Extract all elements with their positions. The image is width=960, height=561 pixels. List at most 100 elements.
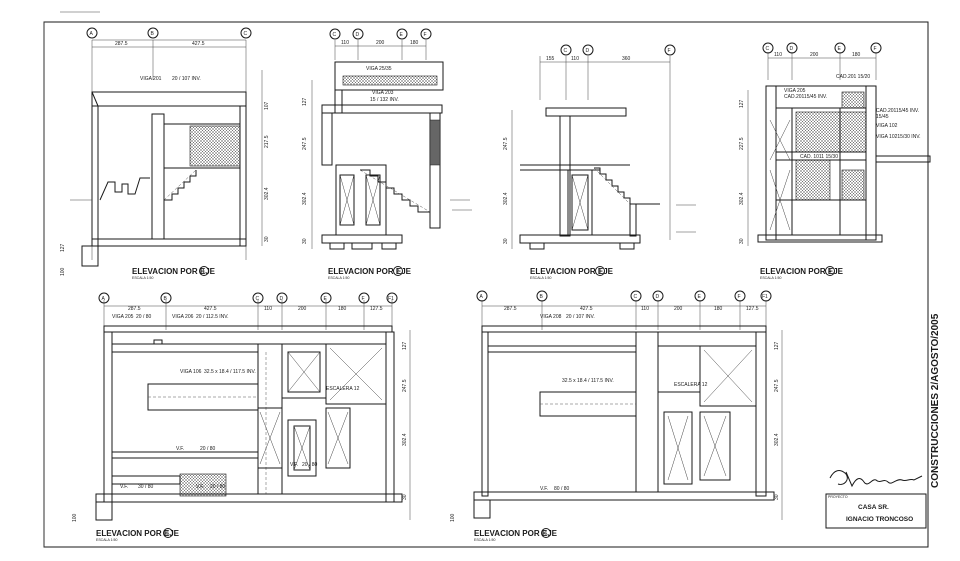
elevation-number: 6 — [544, 531, 547, 537]
vertical-dimension: 127 — [60, 243, 66, 252]
axis-marker — [98, 292, 110, 304]
signature-mark — [829, 470, 923, 488]
dimension-label: 427.5 — [192, 41, 205, 47]
elevation-title: ELEVACION POR EJE — [96, 529, 180, 538]
vertical-dimension: 30 — [302, 238, 308, 244]
vertical-dimension: 302.4 — [264, 187, 270, 200]
dimension-label: 180 — [714, 306, 723, 312]
elevation-eje-5: A B C D E F F1 287.5 427.5 110 200 180 1… — [72, 292, 411, 542]
vertical-dimension: 107 — [264, 101, 270, 110]
axis-label: C — [244, 31, 248, 37]
axis-label: E — [324, 296, 328, 302]
beam-label: VIGA 102 — [876, 123, 898, 129]
beam-label: VIGA 106 — [180, 369, 202, 375]
beam-label: CAD.201 15/20 — [836, 74, 870, 80]
beam-label: 15 / 132 INV. — [370, 97, 399, 103]
elevation-number-marker — [393, 266, 403, 276]
axis-label: E — [698, 294, 702, 300]
elevation-scale: ESCALA 1:50 — [96, 538, 117, 542]
axis-marker — [760, 290, 772, 302]
axis-marker — [352, 28, 364, 40]
vertical-dimension: 302.4 — [503, 192, 509, 205]
axis-label: E — [400, 32, 404, 38]
axis-marker — [762, 42, 774, 54]
elevation-scale: ESCALA 1:50 — [474, 538, 495, 542]
elevation-title: ELEVACION POR EJE — [530, 267, 614, 276]
axis-label: D — [280, 296, 284, 302]
elevation-number-marker — [199, 266, 209, 276]
elevation-eje-2: C D E F 110 200 180 VIGA 25/35 VIGA 203 … — [302, 28, 472, 280]
axis-marker — [694, 290, 706, 302]
beam-label: 32.5 x 18.4 / 117.5 INV. — [562, 378, 614, 384]
beam-label: VIGA 10215/30 INV. — [876, 134, 921, 140]
dimension-label: 110 — [341, 40, 349, 46]
axis-label: F — [424, 32, 427, 38]
vertical-dimension: 302.4 — [402, 433, 408, 446]
vertical-dimension: 30 — [503, 238, 509, 244]
axis-label: F1 — [388, 296, 394, 302]
beam-label: CAD.20115/45 INV. — [876, 108, 919, 114]
axis-marker — [476, 290, 488, 302]
axis-label: B — [164, 296, 168, 302]
axis-label: F1 — [762, 294, 768, 300]
axis-marker — [652, 290, 664, 302]
beam-label: 32.5 x 18.4 / 117.5 INV. — [204, 369, 256, 375]
elevation-number-marker — [541, 528, 551, 538]
vertical-dimension: 302.4 — [739, 192, 745, 205]
dimension-label: 360 — [622, 56, 631, 62]
elevation-number-marker — [163, 528, 173, 538]
vertical-project-text: CONSTRUCCIONES 2/AGOSTO/2005 — [930, 313, 941, 488]
axis-marker — [86, 27, 98, 39]
elevation-number-marker — [595, 266, 605, 276]
elevation-title: ELEVACION POR EJE — [328, 267, 412, 276]
dimension-label: 427.5 — [204, 306, 217, 312]
vertical-dimension: 247.5 — [302, 137, 308, 150]
vertical-dimension: 30 — [264, 236, 270, 242]
axis-marker — [870, 42, 882, 54]
vertical-dimension: 127 — [302, 97, 308, 106]
vertical-dimension: 302.4 — [774, 433, 780, 446]
axis-marker — [320, 292, 332, 304]
vertical-dimension: 100 — [72, 513, 78, 522]
dimension-label: 200 — [810, 52, 819, 58]
axis-label: C — [564, 48, 568, 54]
beam-label: V.F. — [196, 484, 204, 490]
vertical-dimension: 30 — [402, 494, 408, 500]
beam-label: V.F. — [540, 486, 548, 492]
vertical-dimension: 247.5 — [774, 379, 780, 392]
axis-label: D — [790, 46, 794, 52]
vertical-dimension: 247.5 — [402, 379, 408, 392]
axis-label: F — [738, 294, 741, 300]
beam-label: VIGA 208 — [540, 314, 562, 320]
axis-label: D — [656, 294, 660, 300]
axis-marker — [630, 290, 642, 302]
proyecto-label: PROYECTO — [828, 495, 848, 499]
elevation-number: 5 — [166, 531, 169, 537]
axis-marker — [536, 290, 548, 302]
elevation-title: ELEVACION POR EJE — [474, 529, 558, 538]
elevation-title: ELEVACION POR EJE — [132, 267, 216, 276]
sheet-border — [43, 21, 929, 548]
beam-label: 30 / 80 — [138, 484, 154, 490]
axis-marker — [582, 44, 594, 56]
beam-label: 80 / 80 — [554, 486, 570, 492]
vertical-dimension: 127 — [739, 99, 745, 108]
axis-marker — [147, 27, 159, 39]
beam-label: VIGA 205 — [112, 314, 134, 320]
axis-marker — [240, 27, 252, 39]
vertical-dimension: 100 — [450, 513, 456, 522]
axis-label: F — [362, 296, 365, 302]
axis-label: C — [333, 32, 337, 38]
dimension-label: 287.5 — [128, 306, 141, 312]
axis-label: C — [256, 296, 260, 302]
vertical-dimension: 30 — [739, 238, 745, 244]
elevation-number-marker — [825, 266, 835, 276]
axis-marker — [386, 292, 398, 304]
elevation-number: 4 — [828, 269, 831, 275]
beam-label: 20 / 107 INV. — [172, 76, 201, 82]
vertical-dimension: 217.5 — [264, 135, 270, 148]
beam-label: CAD. 1011 15/30 — [800, 154, 838, 160]
beam-label: CAD.20115/45 INV. — [784, 94, 827, 100]
dimension-label: 127.5 — [746, 306, 759, 312]
vertical-dimension: 247.5 — [503, 137, 509, 150]
